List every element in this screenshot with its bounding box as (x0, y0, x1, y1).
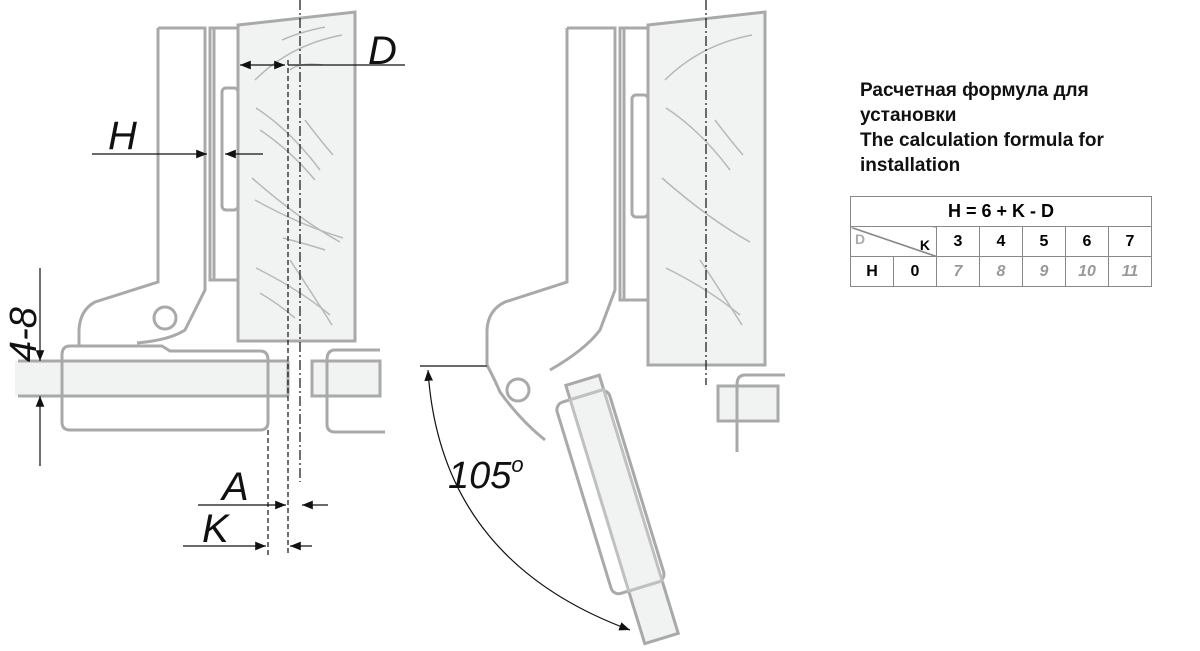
h-value: 9 (1022, 256, 1066, 287)
corner-d: D (855, 231, 866, 247)
d-value: 0 (893, 256, 937, 287)
label-d: D (368, 29, 397, 73)
heading-ru: Расчетная формула для установки (860, 80, 1089, 126)
open-hinge-view (485, 10, 785, 646)
label-k: K (202, 507, 231, 551)
formula-heading: Расчетная формула для установки The calc… (860, 78, 1160, 178)
hinge-arm (77, 26, 207, 345)
label-h: H (108, 114, 137, 158)
k-value: 6 (1065, 226, 1109, 257)
h-value: 8 (979, 256, 1023, 287)
closed-hinge-view (15, 10, 385, 434)
row-label-h: H (850, 256, 894, 287)
label-angle: 105o (448, 452, 524, 497)
door-panel (236, 10, 357, 343)
corner-k: K (919, 237, 930, 253)
k-value: 4 (979, 226, 1023, 257)
label-a: A (220, 465, 249, 509)
k-value: 7 (1108, 226, 1152, 257)
heading-en: The calculation formula for installation (860, 130, 1104, 176)
h-value: 7 (936, 256, 980, 287)
h-value: 11 (1108, 256, 1152, 287)
k-value: 5 (1022, 226, 1066, 257)
h-value: 10 (1065, 256, 1109, 287)
formula-cell: H = 6 + K - D (850, 196, 1152, 227)
k-value: 3 (936, 226, 980, 257)
label-range: 4-8 (3, 307, 45, 362)
